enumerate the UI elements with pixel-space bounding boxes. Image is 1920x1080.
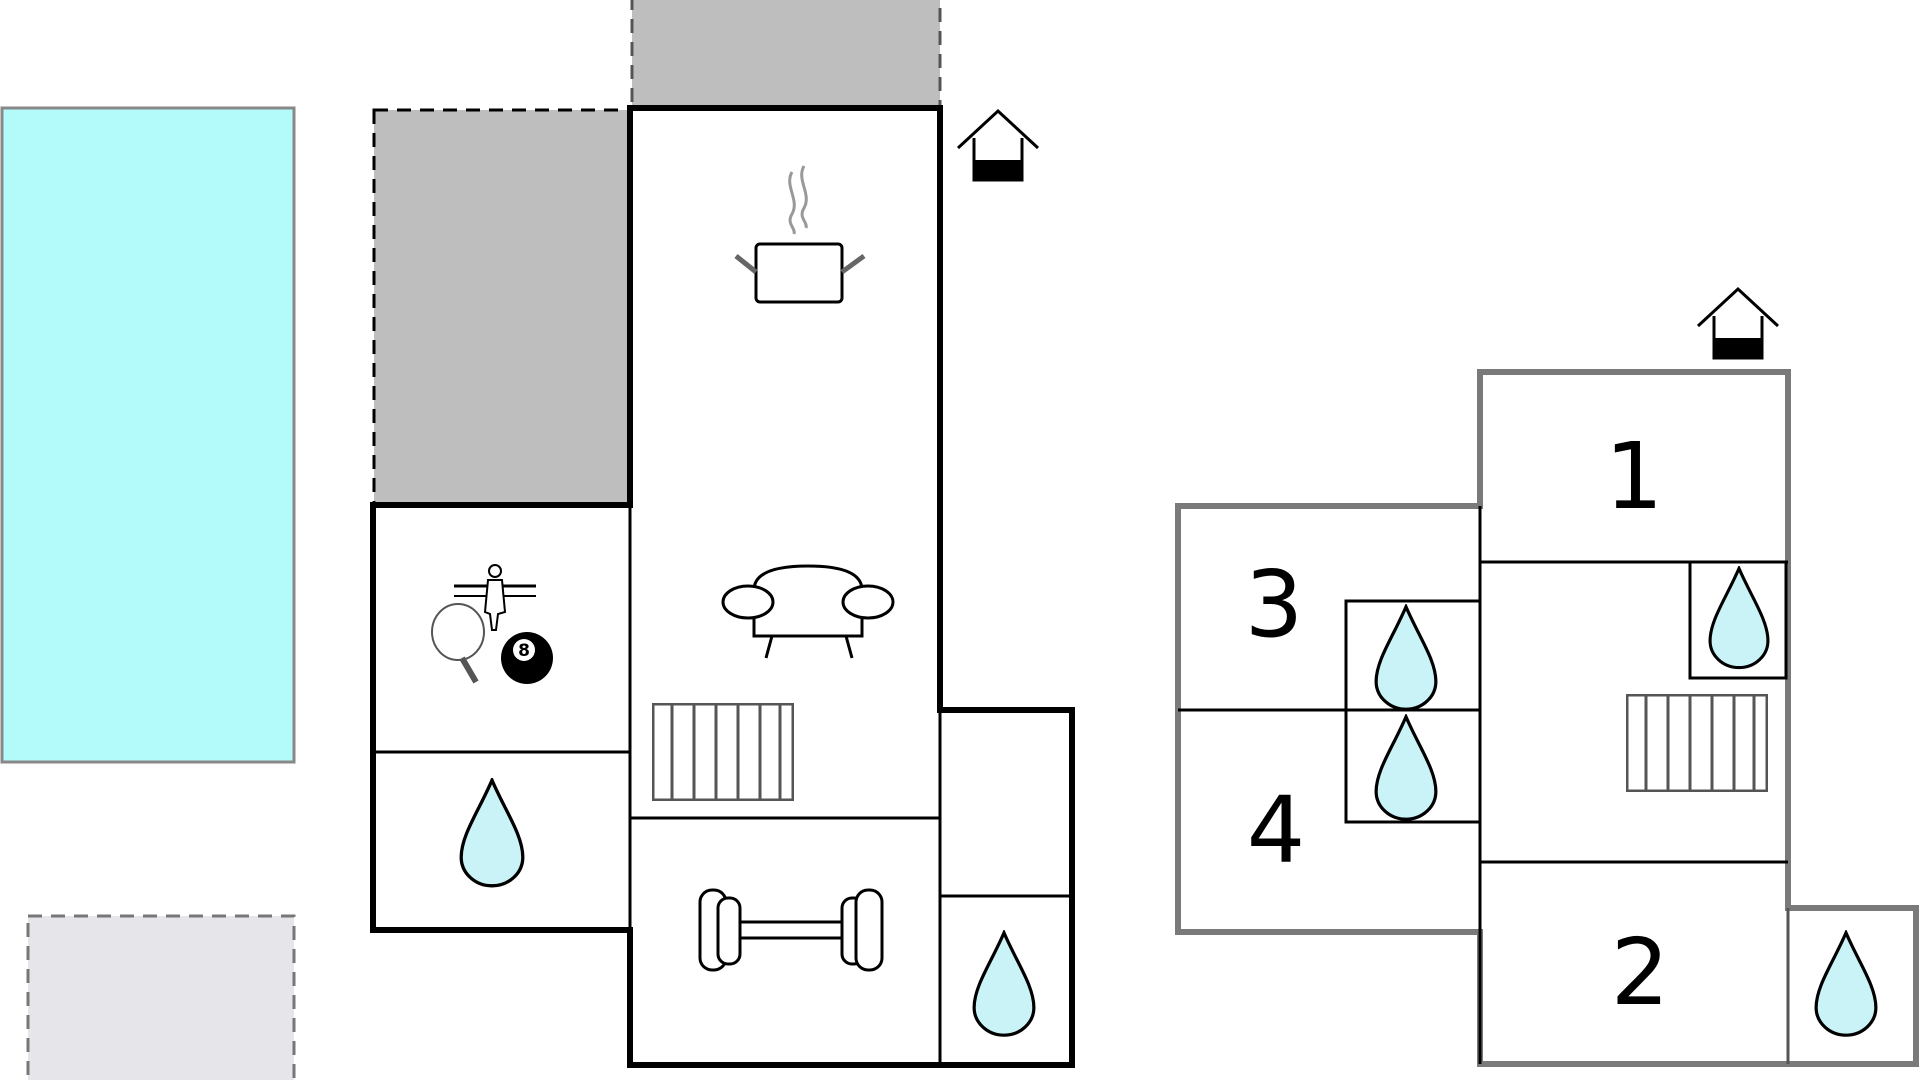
upper-floor-interior-walls bbox=[1178, 506, 1790, 1064]
dumbbell-icon bbox=[698, 888, 884, 972]
pool bbox=[0, 106, 296, 764]
cooking-pot-icon bbox=[734, 165, 866, 304]
terrace-top bbox=[630, 0, 942, 110]
billiard-ball-number: 8 bbox=[518, 641, 530, 661]
bedroom-number: 2 bbox=[1611, 919, 1670, 1026]
upper-floor-outline bbox=[1175, 369, 1919, 1067]
terrace bbox=[372, 108, 632, 507]
bedroom-number: 1 bbox=[1605, 423, 1664, 530]
bedroom-number: 3 bbox=[1245, 551, 1304, 658]
ground-floor-interior-walls bbox=[373, 505, 1072, 1065]
sofa-icon bbox=[721, 564, 895, 659]
upper-floor: 1 2 3 4 bbox=[1175, 287, 1919, 1067]
house-entrance-icon bbox=[956, 109, 1040, 182]
ground-floor: 8 bbox=[0, 0, 1075, 1080]
table-tennis-foosball-billiards-icon: 8 bbox=[431, 564, 553, 684]
bedroom-number: 4 bbox=[1247, 777, 1306, 884]
house-entrance-icon bbox=[1696, 287, 1780, 360]
terrace-light bbox=[26, 914, 296, 1080]
